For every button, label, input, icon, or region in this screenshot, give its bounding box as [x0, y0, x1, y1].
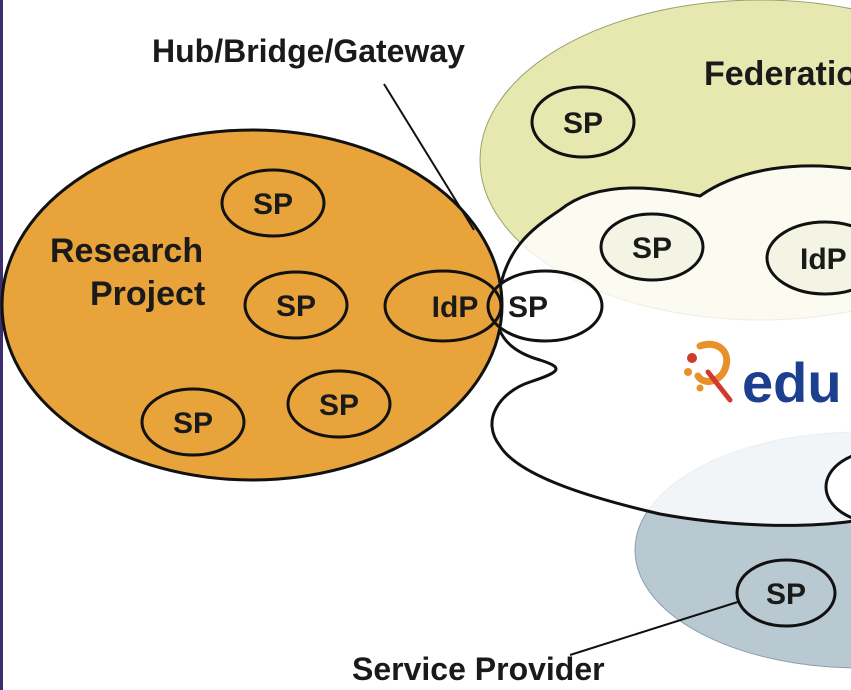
hub-idp-ellipse [383, 269, 503, 343]
service-provider-pointer-line [569, 599, 745, 656]
edugain-wordmark: edu [742, 351, 842, 414]
edugain-logo: edu [684, 340, 842, 414]
research-label-line2: Project [90, 275, 205, 313]
left-frame-border [0, 0, 3, 690]
research-label-line1: Research [50, 232, 203, 270]
svg-text:SP: SP [253, 188, 293, 221]
hub-pointer-line [383, 83, 475, 231]
sp-node-research-top: SP [220, 168, 326, 238]
hub-node: IdP SP [383, 269, 604, 343]
svg-text:SP: SP [766, 578, 806, 611]
svg-text:SP: SP [276, 290, 316, 323]
svg-text:SP: SP [632, 232, 672, 265]
idp-node-cloud-partial: IdP [765, 220, 851, 296]
hub-bridge-gateway-label: Hub/Bridge/Gateway [152, 33, 465, 69]
service-provider-label: Service Provider [352, 651, 605, 687]
svg-text:SP: SP [173, 407, 213, 440]
svg-text:IdP: IdP [800, 243, 847, 276]
svg-text:SP: SP [319, 389, 359, 422]
edugain-logo-mark-icon [684, 340, 733, 403]
sp-node-research-middle: SP [243, 270, 349, 340]
sp-node-research-bottom-left: SP [140, 387, 246, 457]
sp-node-research-bottom-right: SP [286, 369, 392, 439]
hub-sp-ellipse [486, 269, 604, 343]
sp-node-cloud: SP [599, 212, 705, 282]
sp-node-federation-top: SP [530, 85, 636, 159]
hub-idp-label: IdP [432, 291, 479, 324]
sp-node-service-region: SP [735, 558, 837, 628]
partial-node-lower-right [824, 455, 851, 519]
edugain-cloud [490, 164, 851, 527]
svg-text:SP: SP [563, 107, 603, 140]
federation-label: Federatio [704, 55, 851, 93]
hub-sp-label: SP [508, 291, 548, 324]
